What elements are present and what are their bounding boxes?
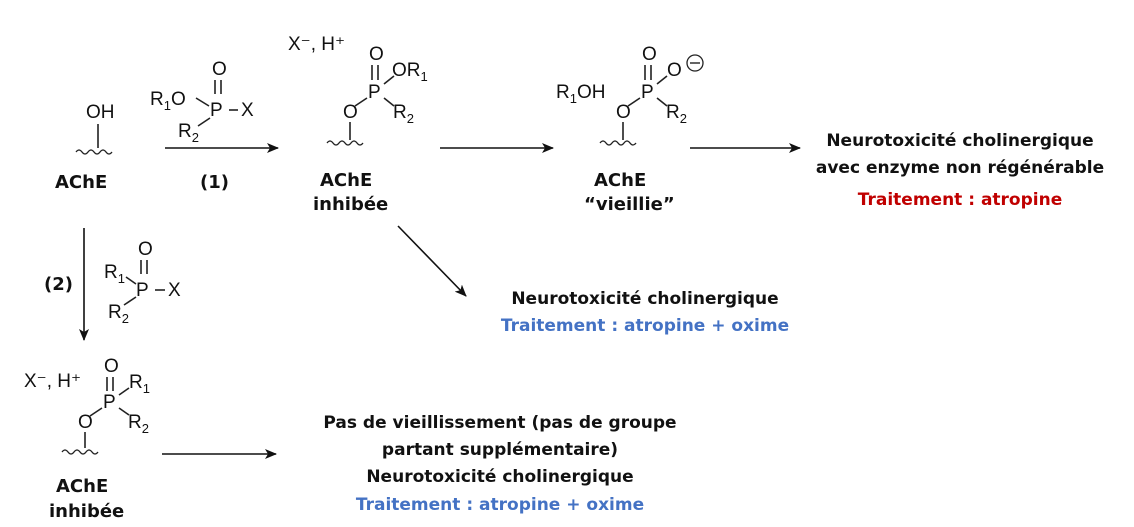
svg-text:inhibée: inhibée <box>313 194 388 215</box>
free-ache-structure: OH AChE <box>55 102 115 193</box>
inhibited-outcome-arrow <box>397 225 467 297</box>
svg-text:P: P <box>103 392 116 413</box>
aged-ache-structure: R1OH O P O R2 O AChE “vieillie” <box>556 44 704 215</box>
inhibited-outcome: Neurotoxicité cholinergique Traitement :… <box>501 289 789 336</box>
svg-text:O: O <box>616 102 631 123</box>
treatment-atropine-oxime-2: Traitement : atropine + oxime <box>356 495 644 515</box>
treatment-atropine-oxime: Traitement : atropine + oxime <box>501 316 789 336</box>
svg-text:O: O <box>78 412 93 433</box>
reagent-1-structure: R1O O P X R2 <box>150 59 254 145</box>
no-aging-outcome: Pas de vieillissement (pas de groupe par… <box>323 413 676 515</box>
enzyme-wavy-bond <box>75 149 113 155</box>
svg-text:R1: R1 <box>129 372 150 396</box>
svg-text:P: P <box>368 82 381 103</box>
svg-text:OR1: OR1 <box>392 60 428 84</box>
svg-text:R2: R2 <box>178 121 199 145</box>
svg-text:Neurotoxicité cholinergique: Neurotoxicité cholinergique <box>826 131 1093 151</box>
svg-text:R1: R1 <box>104 262 125 286</box>
step-1-label: (1) <box>200 172 229 193</box>
reagent-2-structure: O R1 P X R2 <box>104 239 181 326</box>
svg-text:Pas de vieillissement (pas de: Pas de vieillissement (pas de groupe <box>323 413 676 433</box>
svg-text:P: P <box>641 82 654 103</box>
svg-text:AChE: AChE <box>320 170 372 191</box>
ache-free-label: AChE <box>55 172 107 193</box>
byproduct-label: X⁻, H⁺ <box>288 34 345 55</box>
treatment-atropine: Traitement : atropine <box>858 190 1062 210</box>
reagent1-oxo: O <box>212 59 227 80</box>
svg-text:AChE: AChE <box>594 170 646 191</box>
svg-text:X⁻, H⁺: X⁻, H⁺ <box>24 371 81 392</box>
svg-text:O: O <box>104 356 119 377</box>
svg-text:O: O <box>667 60 682 81</box>
svg-text:AChE: AChE <box>56 476 108 497</box>
svg-text:inhibée: inhibée <box>49 501 124 522</box>
svg-text:R2: R2 <box>393 102 414 126</box>
negative-charge-icon <box>686 54 704 72</box>
svg-text:avec enzyme non régénérable: avec enzyme non régénérable <box>816 158 1104 178</box>
aged-outcome: Neurotoxicité cholinergique avec enzyme … <box>816 131 1104 210</box>
svg-text:O: O <box>369 44 384 65</box>
svg-text:R2: R2 <box>128 412 149 436</box>
svg-text:O: O <box>642 44 657 65</box>
svg-text:R1O: R1O <box>150 89 186 113</box>
svg-text:Neurotoxicité cholinergique: Neurotoxicité cholinergique <box>511 289 778 309</box>
svg-text:“vieillie”: “vieillie” <box>584 194 675 215</box>
svg-text:O: O <box>343 102 358 123</box>
svg-text:X: X <box>168 280 181 301</box>
svg-text:R2: R2 <box>108 302 129 326</box>
inhibited-ache-bottom-structure: X⁻, H⁺ O P R1 R2 O AChE inhibée <box>24 356 150 522</box>
reagent1-phosphorus: P <box>210 100 223 121</box>
inhibited-ache-top-structure: X⁻, H⁺ O P OR1 R2 O AChE inhibée <box>288 34 428 215</box>
reagent1-leaving-group: X <box>241 100 254 121</box>
hydroxyl-label: OH <box>86 102 115 123</box>
svg-text:P: P <box>136 280 149 301</box>
step-2-label: (2) <box>44 274 73 295</box>
svg-text:partant supplémentaire): partant supplémentaire) <box>382 440 618 460</box>
svg-text:O: O <box>138 239 153 260</box>
svg-text:R1OH: R1OH <box>556 82 605 106</box>
svg-text:Neurotoxicité cholinergique: Neurotoxicité cholinergique <box>366 467 633 487</box>
svg-text:R2: R2 <box>666 102 687 126</box>
